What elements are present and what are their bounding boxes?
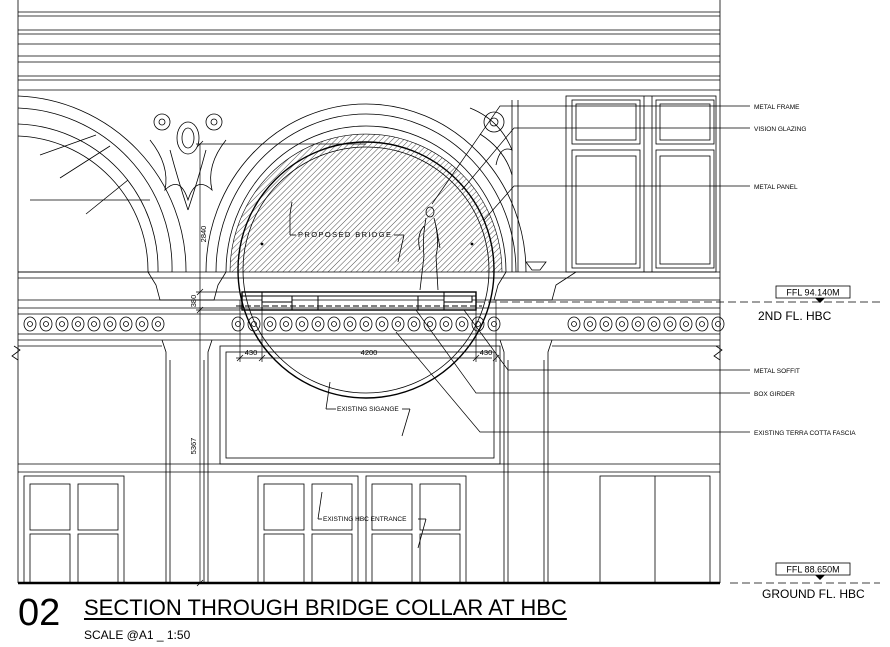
- bridge-deck: [236, 291, 482, 311]
- facade-cornice: [17, 0, 721, 583]
- signage-label-group: EXISTING SIGANGE: [325, 381, 411, 437]
- dimension-lines: [196, 140, 500, 587]
- level-ground-name: GROUND FL. HBC: [762, 587, 865, 601]
- left-ornament: [149, 113, 227, 211]
- callout-vision-glazing: VISION GLAZING: [754, 126, 806, 133]
- drawing-scale: SCALE @A1 _ 1:50: [84, 628, 191, 642]
- drawing-number: 02: [18, 592, 61, 634]
- left-arch: [17, 95, 187, 273]
- right-windows: [525, 95, 717, 273]
- level-second-elevation: FFL 94.140M: [786, 288, 839, 298]
- drawing-title: SECTION THROUGH BRIDGE COLLAR AT HBC: [84, 595, 567, 620]
- callout-metal-soffit: METAL SOFFIT: [754, 368, 800, 375]
- entrance-label: EXISTING HBC ENTRANCE: [323, 516, 407, 523]
- piers: [18, 339, 720, 583]
- dim-left-collar: 430: [245, 348, 258, 357]
- scale-figure: [418, 206, 441, 291]
- callout-metal-frame: METAL FRAME: [754, 104, 800, 111]
- signage-label: EXISTING SIGANGE: [337, 406, 399, 413]
- dim-bridge-width: 4200: [361, 348, 378, 357]
- dim-right-collar: 430: [480, 348, 493, 357]
- centre-arch: [205, 103, 527, 399]
- dim-arch-height: 2840: [199, 226, 208, 243]
- callout-leaders: [395, 105, 750, 433]
- signage-panel: [18, 345, 720, 473]
- bridge-label: PROPOSED BRIDGE: [298, 230, 392, 239]
- level-second-name: 2ND FL. HBC: [758, 309, 832, 323]
- entrance-doors: [23, 475, 711, 584]
- break-marks: [11, 345, 723, 361]
- dim-full-height: 5367: [189, 438, 198, 455]
- dim-collar-depth: 380: [189, 295, 198, 308]
- string-course: [18, 271, 720, 341]
- level-ground-elevation: FFL 88.650M: [786, 565, 839, 575]
- entrance-label-group: EXISTING HBC ENTRANCE: [317, 491, 427, 549]
- level-ground-floor: FFL 88.650M GROUND FL. HBC: [18, 562, 880, 601]
- callout-box-girder: BOX GIRDER: [754, 391, 795, 398]
- callout-terra-cotta-fascia: EXISTING TERRA COTTA FASCIA: [754, 430, 856, 437]
- terra-cotta-bead-moulding: [23, 316, 725, 332]
- callout-metal-panel: METAL PANEL: [754, 184, 798, 191]
- bridge-label-group: PROPOSED BRIDGE: [260, 201, 474, 263]
- level-second-floor: FFL 94.140M 2ND FL. HBC: [476, 285, 880, 323]
